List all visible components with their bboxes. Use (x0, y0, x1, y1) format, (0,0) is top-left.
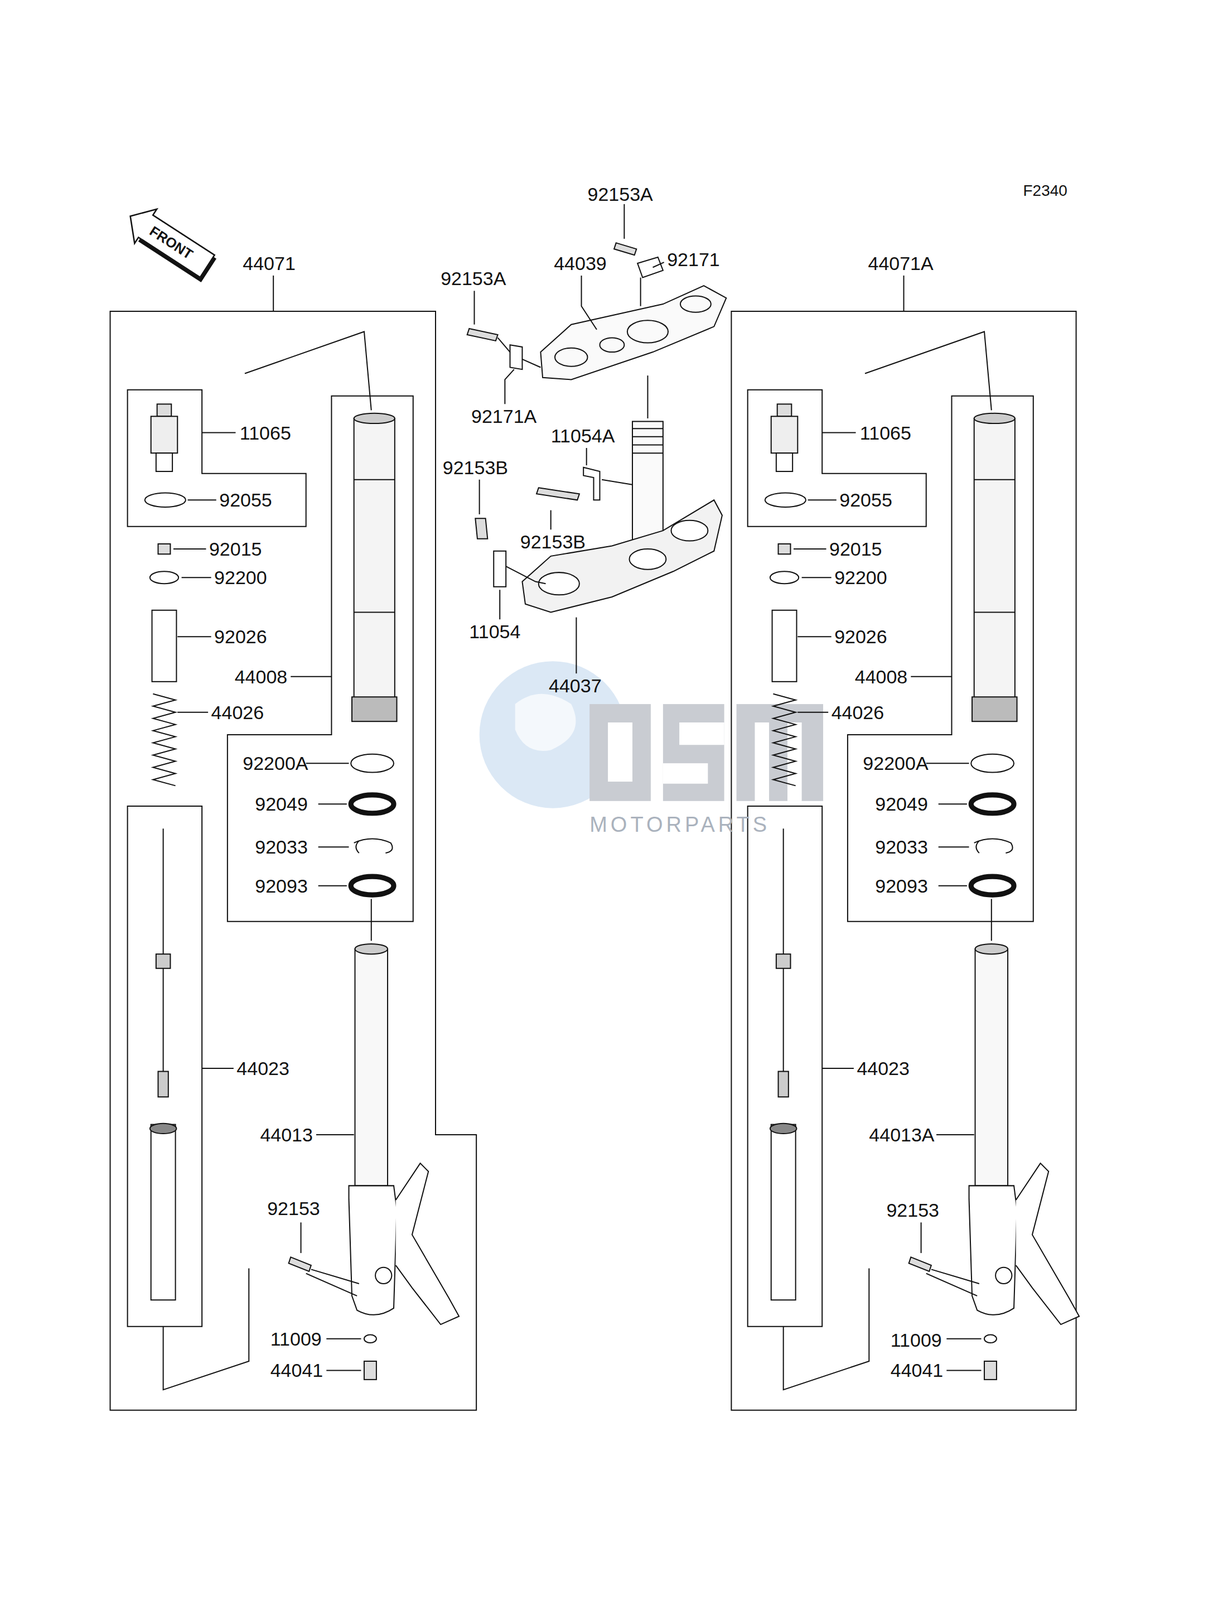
part-number: 92153B (520, 532, 586, 551)
part-number: 92200A (242, 753, 308, 773)
part-number: 11065 (859, 423, 912, 443)
part-number: 92026 (834, 626, 888, 646)
part-number: 92153 (267, 1198, 321, 1218)
part-number: 11009 (890, 1330, 942, 1350)
part-number: 44071 (242, 253, 296, 273)
part-number: 92026 (214, 626, 268, 646)
part-number: 44008 (854, 666, 908, 686)
part-number: 44026 (831, 702, 885, 722)
part-number: 92033 (254, 837, 308, 857)
part-number: 92015 (829, 539, 883, 559)
part-number: 44037 (548, 675, 602, 695)
part-number: 11009 (270, 1328, 322, 1348)
part-number: 92153B (442, 457, 509, 477)
part-number: 11065 (239, 423, 292, 443)
part-number: 92200A (862, 753, 928, 773)
part-number: 44041 (890, 1360, 944, 1380)
part-number: 44023 (236, 1058, 290, 1078)
part-number: 44026 (211, 702, 265, 722)
part-number: 92153A (440, 268, 506, 288)
part-number: 44039 (553, 253, 607, 273)
part-number: 11054 (469, 621, 521, 641)
part-number: 92093 (875, 876, 928, 896)
part-number: 92153A (587, 184, 654, 204)
part-number: 44071A (867, 253, 934, 273)
part-number: 92153 (886, 1200, 940, 1220)
part-number: 44013A (868, 1124, 935, 1144)
part-number: 92049 (875, 794, 928, 814)
part-number: 11054A (550, 426, 616, 446)
part-number: 92093 (254, 876, 308, 896)
part-number: 44013 (259, 1124, 313, 1144)
part-number: 92049 (254, 794, 308, 814)
part-number: 92033 (875, 837, 928, 857)
part-number: 92200 (214, 567, 268, 587)
part-number: 92200 (834, 567, 888, 587)
part-number: 92015 (209, 539, 263, 559)
part-number: 44023 (856, 1058, 910, 1078)
watermark: MOTORPARTS (589, 813, 771, 835)
part-number: 92055 (219, 490, 273, 510)
part-number: 44008 (234, 666, 288, 686)
part-number: 92055 (839, 490, 893, 510)
part-number: 92171A (471, 406, 537, 426)
part-number: 44041 (270, 1360, 324, 1380)
figure-code: F2340 (1023, 182, 1068, 199)
part-number: 92171 (666, 249, 720, 269)
